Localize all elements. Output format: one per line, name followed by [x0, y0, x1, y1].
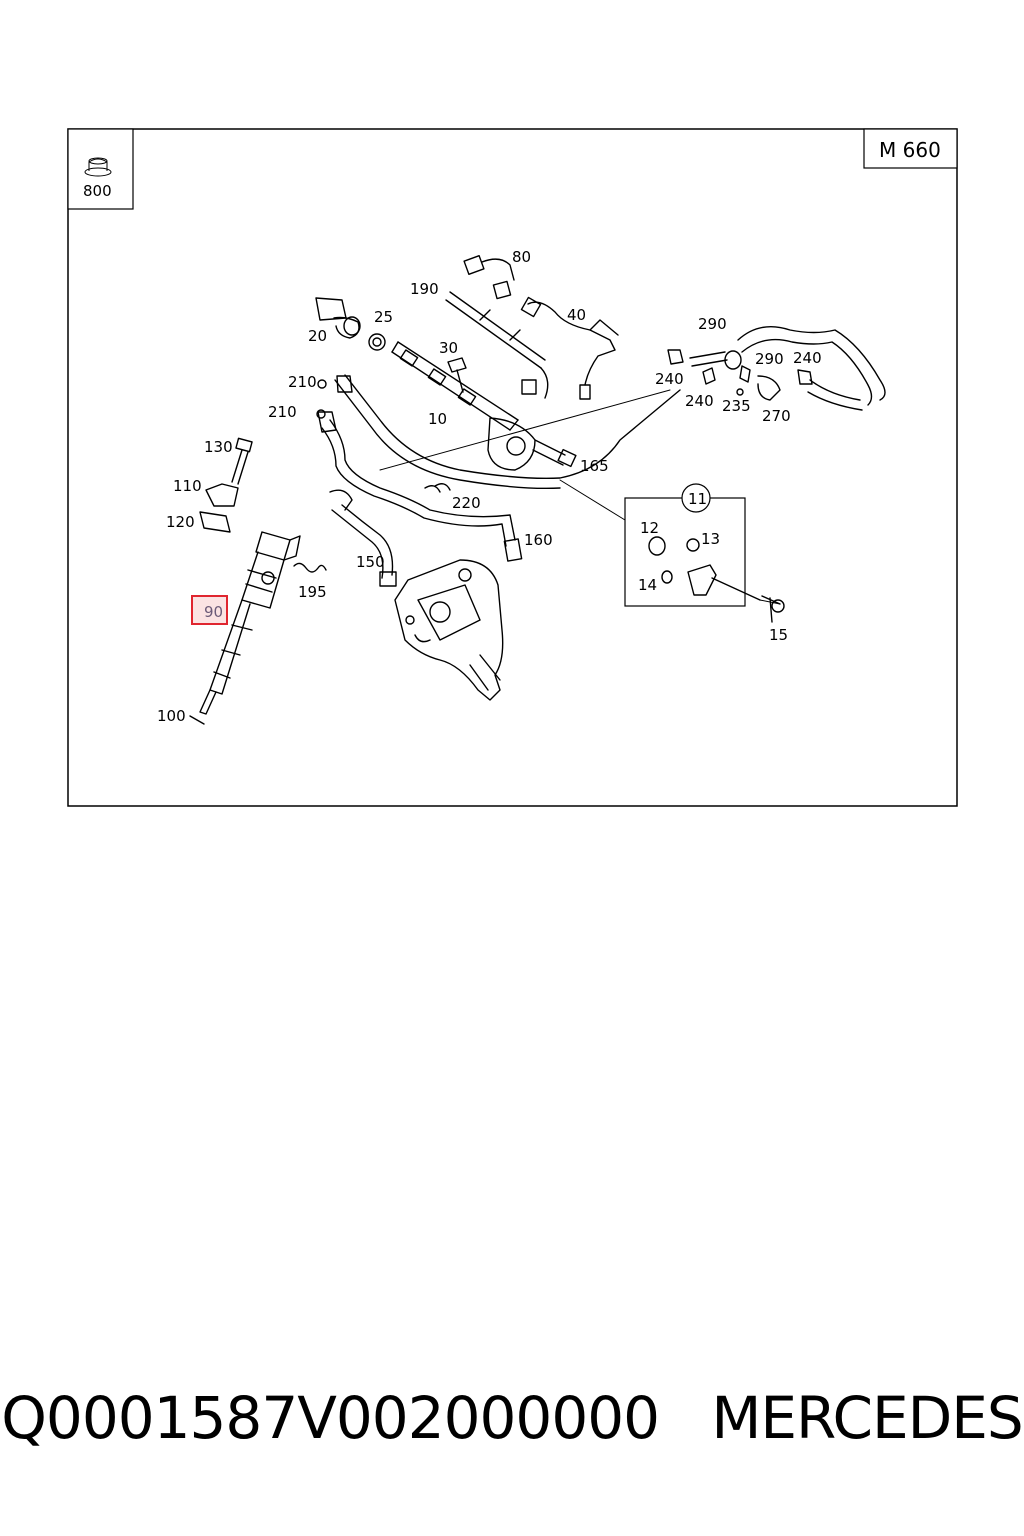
injector-drawing — [199, 531, 301, 715]
detail-group-marker — [681, 483, 711, 513]
diagram-frame — [67, 128, 958, 807]
feed-line-165-drawing — [317, 374, 681, 490]
part-label-15[interactable]: 15 — [769, 626, 788, 644]
caption: Q0001587V002000000 MERCEDES — [0, 1384, 1024, 1452]
part-label-80[interactable]: 80 — [512, 248, 531, 266]
pump-drawing — [394, 559, 504, 701]
part-label-120[interactable]: 120 — [166, 513, 195, 531]
part-label-20[interactable]: 20 — [308, 327, 327, 345]
highlight-box — [191, 595, 228, 625]
sensor-20-drawing — [315, 297, 361, 339]
part-label-25[interactable]: 25 — [374, 308, 393, 326]
part-number: Q0001587V002000000 — [1, 1384, 660, 1452]
detail-group-number: 11 — [688, 490, 707, 508]
part-label-240-c[interactable]: 240 — [685, 392, 714, 410]
part-label-160[interactable]: 160 — [524, 531, 553, 549]
part-label-90[interactable]: 90 — [204, 603, 223, 621]
engine-code-box — [863, 128, 958, 169]
part-label-290-a[interactable]: 290 — [698, 315, 727, 333]
part-label-10[interactable]: 10 — [428, 410, 447, 428]
brand-name: MERCEDES — [711, 1384, 1023, 1452]
part-label-12[interactable]: 12 — [640, 519, 659, 537]
part-label-235[interactable]: 235 — [722, 397, 751, 415]
legend-number: 800 — [83, 182, 112, 200]
seal-100-drawing — [189, 715, 205, 725]
leader-lines — [379, 389, 781, 605]
detail-11-drawing — [648, 536, 785, 623]
part-label-150[interactable]: 150 — [356, 553, 385, 571]
legend-box — [67, 128, 134, 210]
part-label-13[interactable]: 13 — [701, 530, 720, 548]
bolt-30-drawing — [447, 357, 467, 393]
hp-line-drawing — [316, 409, 523, 562]
part-label-110[interactable]: 110 — [173, 477, 202, 495]
clamp-drawing — [199, 437, 253, 533]
part-label-220[interactable]: 220 — [452, 494, 481, 512]
part-label-100[interactable]: 100 — [157, 707, 186, 725]
leak-off-line-drawing — [667, 326, 886, 411]
line-150-drawing — [329, 489, 397, 587]
cap-icon — [84, 157, 112, 177]
part-label-40[interactable]: 40 — [567, 306, 586, 324]
part-labels: 80 190 40 25 20 30 290 290 240 240 240 2… — [157, 248, 822, 725]
part-label-30[interactable]: 30 — [439, 339, 458, 357]
part-label-195[interactable]: 195 — [298, 583, 327, 601]
part-label-190[interactable]: 190 — [410, 280, 439, 298]
part-label-240-a[interactable]: 240 — [793, 349, 822, 367]
part-label-130[interactable]: 130 — [204, 438, 233, 456]
spring-195-drawing — [293, 562, 327, 573]
part-label-240-b[interactable]: 240 — [655, 370, 684, 388]
part-label-14[interactable]: 14 — [638, 576, 657, 594]
washer-25-drawing — [368, 333, 386, 351]
part-label-165[interactable]: 165 — [580, 457, 609, 475]
return-line-drawing — [445, 254, 619, 400]
engine-code: M 660 — [879, 138, 941, 162]
fuel-rail-drawing — [391, 341, 577, 471]
part-label-210-a[interactable]: 210 — [288, 373, 317, 391]
part-label-290-b[interactable]: 290 — [755, 350, 784, 368]
part-label-270[interactable]: 270 — [762, 407, 791, 425]
part-label-210-b[interactable]: 210 — [268, 403, 297, 421]
